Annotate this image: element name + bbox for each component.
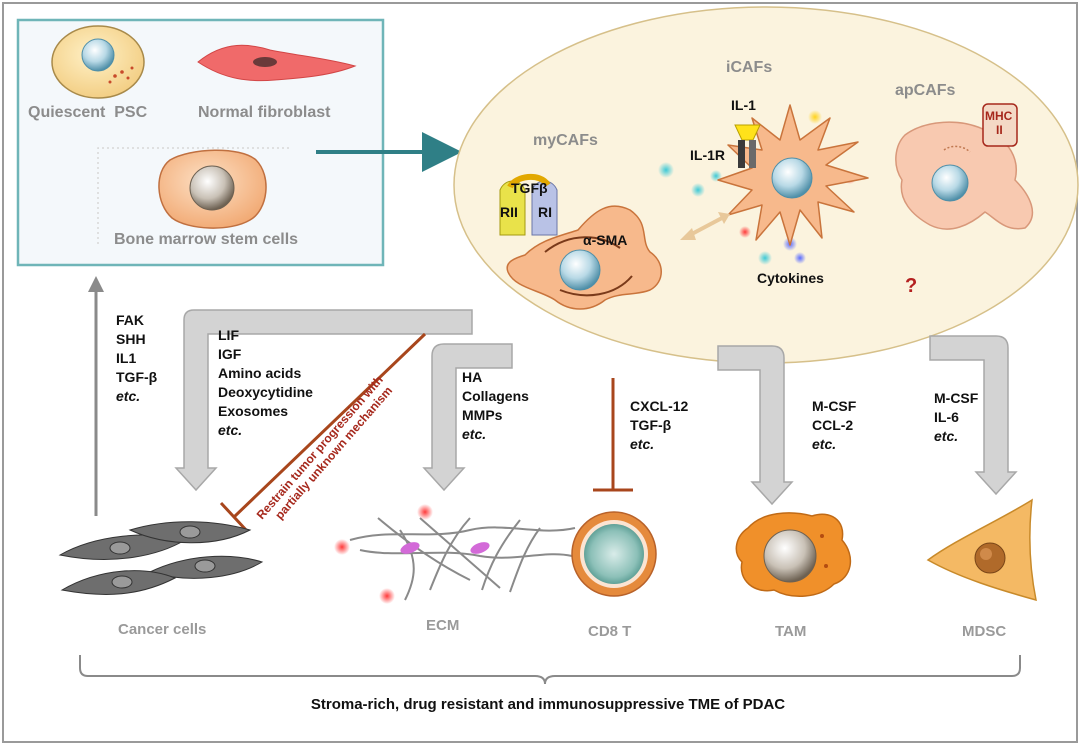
caf-oval: iCAFs apCAFs myCAFs IL-1 IL-1R (453, 6, 1079, 364)
signal-to-mdsc-2: etc. (934, 428, 958, 444)
question-mark: ? (905, 275, 917, 297)
mhc-ii-label: II (996, 123, 1003, 137)
signal-to-cd8-1: TGF-β (630, 417, 672, 433)
signal-to-mdsc-0: M-CSF (934, 390, 979, 406)
ecm-fibers (334, 504, 576, 604)
ecm-label: ECM (426, 617, 459, 634)
bone-marrow-label: Bone marrow stem cells (114, 231, 298, 248)
icafs-label: iCAFs (726, 59, 772, 76)
signal-to-tam-2: etc. (812, 436, 836, 452)
restrain-note-line-1: partially unknown mechanism (272, 384, 395, 523)
mycafs-label: myCAFs (533, 132, 598, 149)
signal-to-cancer-0: LIF (218, 327, 239, 343)
signal-to-ecm-1: Collagens (462, 388, 529, 404)
signals-to-psc: FAK SHH IL1 TGF-β etc. (116, 312, 158, 404)
bottom-brace (79, 655, 1021, 685)
signal-to-cd8-2: etc. (630, 436, 654, 452)
cancer-to-psc-arrow (88, 276, 104, 516)
rii-label: RII (500, 204, 518, 220)
signal-to-cancer-1: IGF (218, 346, 242, 362)
restrain-inhibition-line (219, 332, 427, 533)
bottom-caption: Stroma-rich, drug resistant and immunosu… (311, 696, 785, 713)
tam-label: TAM (775, 623, 806, 640)
signal-to-tam-0: M-CSF (812, 398, 857, 414)
cytokines-label: Cytokines (757, 270, 824, 286)
quiescent-psc-cell (51, 25, 145, 99)
quiescent-psc-label: Quiescent PSC (28, 104, 148, 121)
mycaf-cell (506, 205, 662, 310)
signal-to-mdsc-1: IL-6 (934, 409, 959, 425)
origin-box: Quiescent PSC Normal fibroblast Bone mar… (16, 18, 385, 267)
caf-to-ecm-arrow (422, 343, 513, 492)
tgfb-label: TGFβ (511, 180, 548, 196)
tgfb-receptor (499, 174, 558, 236)
cd8-t-cell (571, 511, 657, 597)
signals-to-cd8: CXCL-12 TGF-β etc. (630, 398, 689, 452)
apcafs-label: apCAFs (895, 82, 956, 99)
mycaf-icaf-interconversion-arrow (680, 212, 730, 240)
caf-to-cancer-arrow (174, 309, 473, 492)
signals-to-ecm: HA Collagens MMPs etc. (462, 369, 529, 442)
cd8-inhibition-line (593, 378, 633, 492)
signal-to-psc-4: etc. (116, 388, 140, 404)
signal-to-cd8-0: CXCL-12 (630, 398, 689, 414)
signal-to-psc-1: SHH (116, 331, 146, 347)
caf-to-tam-arrow (717, 345, 794, 506)
caf-to-mdsc-arrow (929, 335, 1018, 496)
signal-to-cancer-2: Amino acids (218, 365, 301, 381)
normal-fibroblast-cell (197, 44, 357, 82)
signal-to-psc-2: IL1 (116, 350, 136, 366)
cancer-cells (58, 521, 264, 595)
mhc-label: MHC (985, 109, 1013, 123)
signals-to-tam: M-CSF CCL-2 etc. (812, 398, 857, 452)
signal-to-cancer-5: etc. (218, 422, 242, 438)
signal-to-psc-0: FAK (116, 312, 144, 328)
il1-label: IL-1 (731, 97, 756, 113)
mdsc-cell (926, 498, 1037, 602)
cd8-label: CD8 T (588, 623, 631, 640)
mhc-ii-molecule (982, 103, 1018, 147)
signal-to-cancer-3: Deoxycytidine (218, 384, 313, 400)
signal-to-tam-1: CCL-2 (812, 417, 853, 433)
mdsc-label: MDSC (962, 623, 1006, 640)
signal-to-ecm-3: etc. (462, 426, 486, 442)
tam-cell (735, 512, 852, 597)
signal-to-psc-3: TGF-β (116, 369, 158, 385)
signal-to-ecm-0: HA (462, 369, 482, 385)
signals-to-mdsc: M-CSF IL-6 etc. (934, 390, 979, 444)
il1r-label: IL-1R (690, 147, 725, 163)
ri-label: RI (538, 204, 552, 220)
signal-to-ecm-2: MMPs (462, 407, 503, 423)
normal-fibroblast-label: Normal fibroblast (198, 104, 331, 121)
signal-to-cancer-4: Exosomes (218, 403, 288, 419)
icaf-cell (717, 104, 869, 246)
il1-receptor (734, 124, 761, 168)
bone-marrow-cell (158, 149, 267, 229)
cancer-cells-label: Cancer cells (118, 621, 206, 638)
signals-to-cancer: LIF IGF Amino acids Deoxycytidine Exosom… (218, 327, 313, 438)
asma-label: α-SMA (583, 232, 627, 248)
